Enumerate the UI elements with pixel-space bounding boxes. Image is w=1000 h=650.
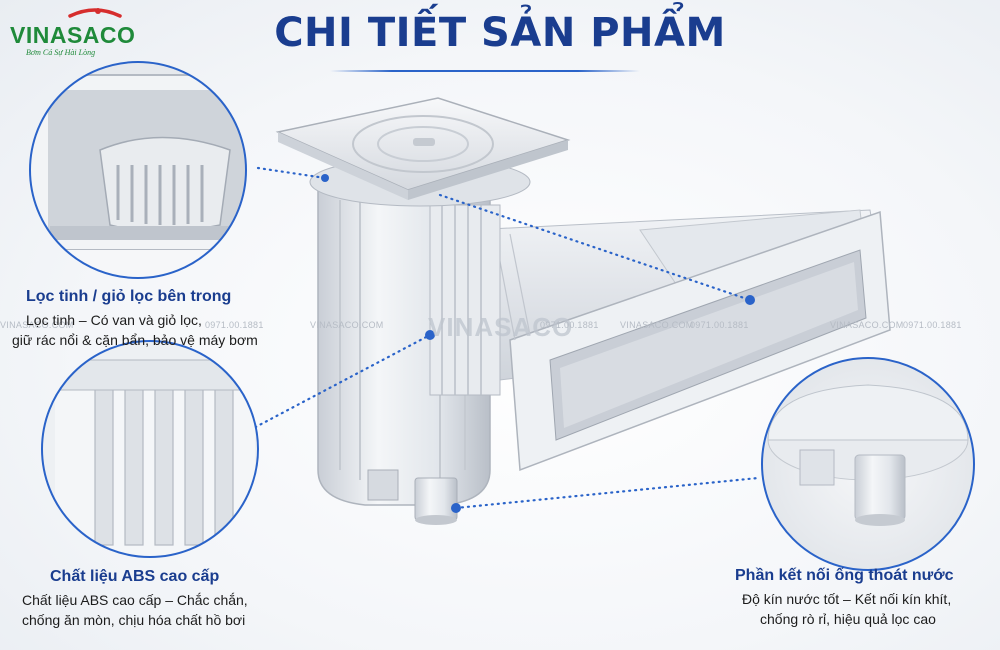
page-title: CHI TIẾT SẢN PHẨM [274,10,726,56]
watermark-text: VINASACO.COM [0,320,74,330]
brand-slogan: Bơm Cá Sự Hài Lòng [26,48,96,57]
detail-abs-zoom [41,340,259,558]
watermark-text: 0971.00.1881 [690,320,749,330]
watermark-text: VINASACO.COM [830,320,904,330]
brand-logo-mark [68,8,122,18]
detail-basket-zoom [29,61,247,279]
watermark-text: 0971.00.1881 [903,320,962,330]
callout-basket-line-1: Lọc tinh – Có van và giỏ lọc, [26,312,202,328]
watermark-text: 0971.00.1881 [205,320,264,330]
brand-name: VINASACO [10,22,136,48]
watermark-text: VINASACO.COM [310,320,384,330]
connector-lines [248,166,760,510]
callout-basket-line-2: giữ rác nổi & cặn bẩn, bảo vệ máy bơm [12,332,258,348]
callout-abs-line-1: Chất liệu ABS cao cấp – Chắc chắn, [22,592,248,608]
watermark-text: 0971.00.1881 [540,320,599,330]
callout-abs-line-2: chống ăn mòn, chịu hóa chất hồ bơi [22,612,246,628]
watermark-text: VINASACO.COM [620,320,694,330]
skimmer-body [275,97,891,525]
connector-dots [321,174,755,513]
detail-outlet-zoom [761,357,975,571]
watermark-logo: VINASACO [428,312,574,342]
callout-outlet-line-1: Độ kín nước tốt – Kết nối kín khít, [742,591,952,607]
title-underline [330,70,640,72]
callout-basket-heading: Lọc tinh / giỏ lọc bên trong [26,288,232,305]
callout-outlet-line-2: chống rò rỉ, hiệu quả lọc cao [760,611,936,627]
callout-abs-heading: Chất liệu ABS cao cấp [50,568,220,585]
callout-outlet-heading: Phần kết nối ống thoát nước [735,567,954,584]
